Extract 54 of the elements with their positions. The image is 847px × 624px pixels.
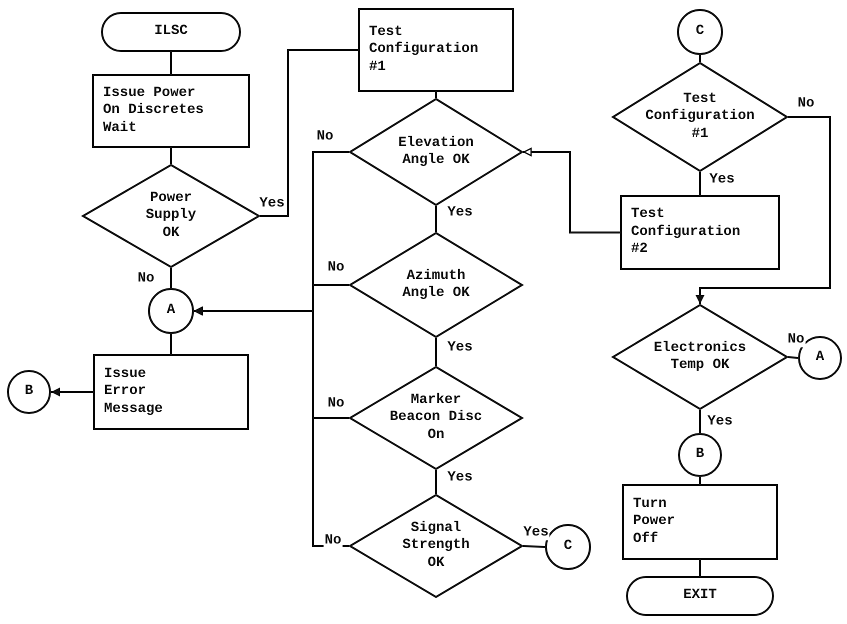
process-box <box>358 8 514 92</box>
connector-circle <box>148 288 194 334</box>
node-text: Test Configuration #2 <box>631 206 742 259</box>
node-text: Test Configuration #1 <box>644 90 756 144</box>
node-text: Issue Power On Discretes Wait <box>103 84 205 138</box>
connector-line <box>522 545 546 548</box>
connector-line <box>170 148 172 164</box>
connector-line <box>51 388 93 396</box>
process-box <box>92 74 250 148</box>
node-text: A <box>816 349 824 367</box>
connector-line <box>170 334 172 354</box>
node-text: Power Supply OK <box>144 190 198 242</box>
node-text: B <box>696 446 704 464</box>
edge-label: Yes <box>522 525 550 541</box>
connector-circle <box>678 433 722 477</box>
node-text: EXIT <box>683 587 717 605</box>
connector-circle <box>677 9 723 55</box>
connector-circle <box>7 370 51 414</box>
connector-line <box>696 116 831 304</box>
connector-line <box>699 410 701 433</box>
node-text: ILSC <box>154 23 188 41</box>
process-box <box>93 354 249 430</box>
connector-line <box>699 55 701 62</box>
connector-line <box>788 356 798 359</box>
connector-line <box>260 49 358 217</box>
node-text: Elevation Angle OK <box>397 134 475 170</box>
node-text: C <box>564 538 572 556</box>
node-text: Marker Beacon Disc On <box>388 392 484 444</box>
node-text: Turn Power Off <box>633 496 676 548</box>
edge-label: No <box>324 533 342 549</box>
node-text: C <box>696 23 704 41</box>
connector-line <box>170 52 172 74</box>
connector-line <box>170 268 172 288</box>
node-text: Signal Strength OK <box>401 520 471 572</box>
connector-line <box>699 477 701 484</box>
node-text: B <box>24 383 34 401</box>
terminal-shape <box>101 12 241 52</box>
node-text: Electronics Temp OK <box>652 340 748 374</box>
terminal-shape <box>626 576 774 616</box>
connector-line <box>435 338 437 366</box>
edge-label: No <box>786 332 806 348</box>
process-box <box>620 195 780 270</box>
node-text: Test Configuration #1 <box>369 24 480 76</box>
connector-line <box>699 560 701 576</box>
connector-line <box>435 470 437 494</box>
node-text: Issue Error Message <box>104 366 164 418</box>
connector-line <box>699 172 701 195</box>
node-text: Azimuth Angle OK <box>401 268 471 302</box>
node-text: A <box>166 302 176 320</box>
connector-line <box>435 92 437 98</box>
connector-line <box>435 206 437 232</box>
process-box <box>622 484 778 560</box>
connector-line <box>523 148 620 234</box>
connector-line <box>194 284 349 316</box>
